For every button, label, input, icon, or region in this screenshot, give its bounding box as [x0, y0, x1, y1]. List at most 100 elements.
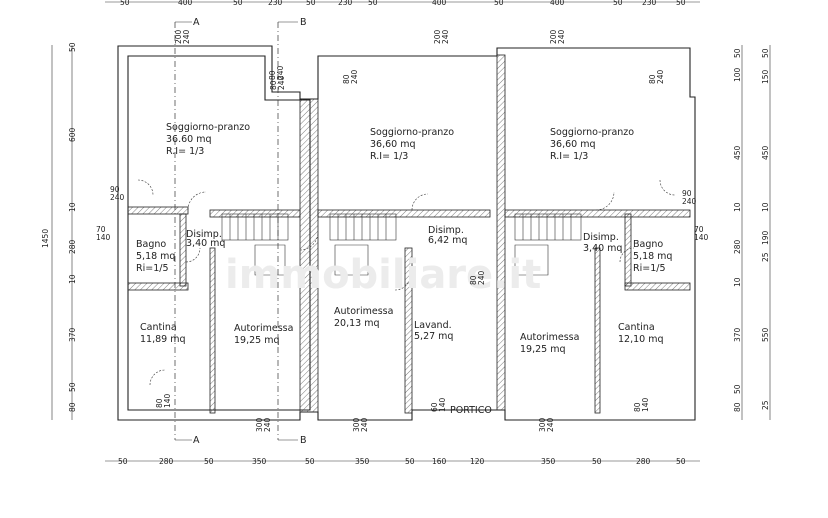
- opening-label-3: 80240: [342, 69, 359, 84]
- room-name-soggiorno-2: Soggiorno-pranzo: [370, 127, 454, 138]
- room-labels: Soggiorno-pranzo 36.60 mq R.I= 1/3 Soggi…: [136, 122, 672, 416]
- room-area-autorimessa-2: 20,13 mq: [334, 318, 380, 329]
- room-name-lavand: Lavand.: [414, 320, 452, 331]
- right-dim-b-4: 10: [761, 202, 770, 212]
- right-dim-a-6: 280: [733, 239, 742, 254]
- bottom-dim-13: 50: [676, 457, 686, 466]
- top-dim-1: 50: [120, 0, 130, 7]
- room-area-disimp-3: 3,40 mq: [583, 243, 622, 254]
- room-name-bagno-1: Bagno: [136, 239, 166, 250]
- door-swings: [137, 179, 676, 386]
- room-area-soggiorno-3: 36,60 mq: [550, 139, 596, 150]
- opening-label-12: 300240: [255, 417, 272, 432]
- room-area-disimp-2: 6,42 mq: [428, 235, 467, 246]
- left-dimension-labels: 50 600 10 280 10 370 80 50 1450: [41, 42, 77, 412]
- watermark: immobiliare.it: [225, 252, 541, 298]
- bottom-dim-11: 50: [592, 457, 602, 466]
- right-dim-b-3: 450: [761, 145, 770, 160]
- room-area-disimp-1: 3,40 mq: [186, 238, 225, 249]
- room-name-autorimessa-1: Autorimessa: [234, 323, 293, 334]
- right-dimension-labels-inner: 50 100 450 10 280 10 370 80 50: [733, 48, 742, 412]
- right-dim-b-7: 550: [761, 327, 770, 342]
- room-area-bagno-1: 5,18 mq: [136, 251, 175, 262]
- top-dim-10: 400: [550, 0, 565, 7]
- left-dim-6: 370: [68, 327, 77, 342]
- opening-label-5: 200240: [549, 29, 566, 44]
- left-total-dim: 1450: [41, 229, 50, 248]
- room-ri-bagno-1: Ri=1/5: [136, 263, 169, 274]
- section-mark-b-top: B: [300, 17, 307, 28]
- top-dim-3: 50: [233, 0, 243, 7]
- opening-label-2: 80240: [269, 75, 286, 90]
- section-line-a: A A: [174, 17, 200, 446]
- room-name-disimp-3: Disimp.: [583, 232, 619, 243]
- room-name-portico: PORTICO: [450, 405, 492, 416]
- left-dim-3: 10: [68, 202, 77, 212]
- room-ri-soggiorno-3: R.I= 1/3: [550, 151, 588, 162]
- opening-label-11: 80140: [155, 393, 172, 408]
- bottom-dim-6: 350: [355, 457, 370, 466]
- bottom-dim-1: 50: [118, 457, 128, 466]
- bottom-dim-8: 160: [432, 457, 447, 466]
- right-dim-a-4: 450: [733, 145, 742, 160]
- top-dim-4: 230: [268, 0, 283, 7]
- bottom-dim-9: 120: [470, 457, 485, 466]
- top-dim-7: 50: [368, 0, 378, 7]
- top-dim-5: 50: [306, 0, 316, 7]
- room-name-cantina-2: Cantina: [618, 322, 655, 333]
- top-dim-12: 230: [642, 0, 657, 7]
- room-name-disimp-1: Disimp.: [186, 229, 222, 240]
- opening-label-18: 80240: [268, 65, 285, 80]
- right-dim-a-1: 50: [733, 48, 742, 58]
- right-dim-b-1: 50: [761, 48, 770, 58]
- left-dim-4: 280: [68, 239, 77, 254]
- right-dimension-line: [741, 45, 771, 420]
- bottom-dim-7: 50: [405, 457, 415, 466]
- room-area-bagno-2: 5,18 mq: [633, 251, 672, 262]
- section-mark-b-bottom: B: [300, 435, 307, 446]
- staircase-3: [514, 213, 582, 276]
- room-area-soggiorno-1: 36.60 mq: [166, 134, 212, 145]
- bottom-dim-12: 280: [636, 457, 651, 466]
- opening-label-15: 60140: [430, 397, 447, 412]
- right-dim-a-5: 10: [733, 202, 742, 212]
- left-dim-8: 50: [68, 382, 77, 392]
- left-dim-1: 50: [68, 42, 77, 52]
- section-mark-a-top: A: [193, 17, 200, 28]
- section-line-b: B B: [277, 17, 307, 446]
- right-dim-a-2: 100: [733, 67, 742, 82]
- right-dimension-labels-outer: 50 150 450 10 190 25 550 25: [761, 48, 770, 410]
- right-dim-a-9: 80: [733, 402, 742, 412]
- top-dim-9: 50: [494, 0, 504, 7]
- bottom-dimension-labels: 50 280 50 350 50 350 50 160 120 350 50 2…: [118, 457, 686, 466]
- bottom-dim-2: 280: [159, 457, 174, 466]
- room-name-autorimessa-2: Autorimessa: [334, 306, 393, 317]
- bottom-dim-4: 350: [252, 457, 267, 466]
- right-dim-b-5: 190: [761, 230, 770, 245]
- left-dim-5: 10: [68, 274, 77, 284]
- bottom-dim-3: 50: [204, 457, 214, 466]
- top-dim-2: 400: [178, 0, 193, 7]
- top-dim-6: 230: [338, 0, 353, 7]
- room-area-soggiorno-2: 36,60 mq: [370, 139, 416, 150]
- right-dim-b-2: 150: [761, 69, 770, 84]
- opening-labels: 200240 80240 80240 200240 80240 200240 9…: [96, 29, 709, 432]
- right-dim-a-8: 370: [733, 327, 742, 342]
- room-ri-bagno-2: Ri=1/5: [633, 263, 666, 274]
- room-ri-soggiorno-1: R.I= 1/3: [166, 146, 204, 157]
- bottom-dim-5: 50: [305, 457, 315, 466]
- room-area-autorimessa-3: 19,25 mq: [520, 344, 566, 355]
- room-name-disimp-2: Disimp.: [428, 225, 464, 236]
- opening-label-1: 200240: [174, 29, 191, 44]
- opening-label-13: 300240: [352, 417, 369, 432]
- opening-label-16: 80140: [633, 397, 650, 412]
- bottom-dim-10: 350: [541, 457, 556, 466]
- room-area-lavand: 5,27 mq: [414, 331, 453, 342]
- opening-label-4: 200240: [433, 29, 450, 44]
- staircase-2: [329, 213, 397, 276]
- room-area-cantina-1: 11,89 mq: [140, 334, 186, 345]
